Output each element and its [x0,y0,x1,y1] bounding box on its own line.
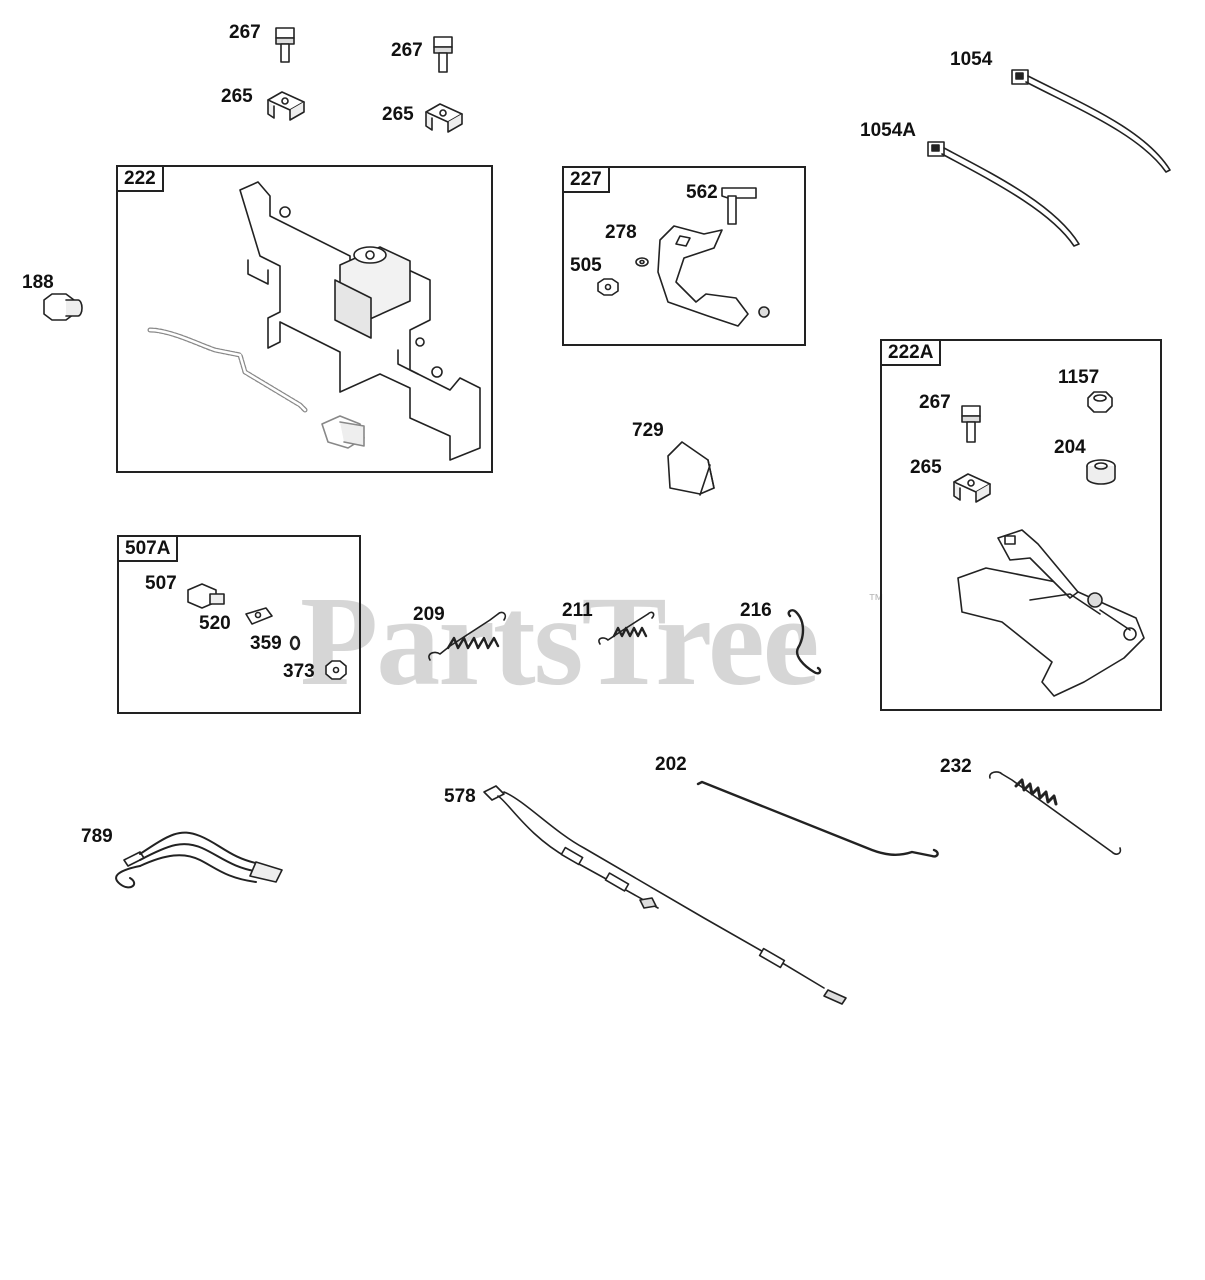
washer-359 [289,635,301,651]
group-box-227: 227 [562,166,806,346]
cover-729 [667,441,715,496]
callout-278: 278 [605,222,637,243]
callout-265-top-right: 265 [382,104,414,125]
clip-265-top-left [267,91,305,121]
spring-211 [598,611,655,645]
callout-359: 359 [250,633,282,654]
callout-232: 232 [940,756,972,777]
watermark-text: PartsTree [300,570,819,712]
clip-265-top-right [425,103,463,133]
governor-assembly-222 [147,181,481,461]
cable-tie-1054A [927,141,1080,247]
callout-729: 729 [632,420,664,441]
control-plate-222A [957,529,1145,697]
callout-267-box: 267 [919,392,951,413]
bolt-267-top-left [275,27,295,63]
clip-520 [245,607,273,625]
callout-188: 188 [22,272,54,293]
bracket-227 [597,187,770,327]
rod-202 [696,780,939,858]
group-box-222A: 222A [880,339,1162,711]
group-tag-227: 227 [562,166,610,193]
group-box-222: 222 [116,165,493,473]
spring-232 [988,771,1122,855]
bushing-204 [1086,459,1116,485]
nut-1157 [1087,391,1113,413]
group-box-507A: 507A [117,535,361,714]
bolt-188 [43,293,83,321]
callout-204: 204 [1054,437,1086,458]
nut-373 [325,660,347,680]
callout-267-top-right: 267 [391,40,423,61]
callout-267-top-left: 267 [229,22,261,43]
bolt-267-box [961,405,981,443]
callout-507: 507 [145,573,177,594]
callout-211: 211 [562,600,593,621]
callout-578: 578 [444,786,476,807]
callout-520: 520 [199,613,231,634]
callout-209: 209 [413,604,445,625]
rod-216 [787,609,822,675]
bolt-267-top-right [433,36,453,73]
cable-578 [483,785,847,1005]
spring-209 [428,611,507,661]
callout-1054: 1054 [950,49,993,70]
callout-562: 562 [686,182,718,203]
callout-1157: 1157 [1058,367,1100,388]
cable-tie-1054 [1011,69,1171,173]
callout-505: 505 [570,255,602,276]
group-tag-507A: 507A [117,535,179,562]
callout-265-top-left: 265 [221,86,253,107]
clip-265-box [953,473,991,503]
callout-202: 202 [655,754,687,775]
wire-789 [115,831,283,889]
switch-507 [187,583,225,609]
callout-265-box: 265 [910,457,942,478]
callout-216: 216 [740,600,772,621]
callout-373: 373 [283,661,315,682]
group-tag-222: 222 [116,165,164,192]
group-tag-222A: 222A [880,339,942,366]
callout-1054A: 1054A [860,120,916,141]
callout-789: 789 [81,826,113,847]
